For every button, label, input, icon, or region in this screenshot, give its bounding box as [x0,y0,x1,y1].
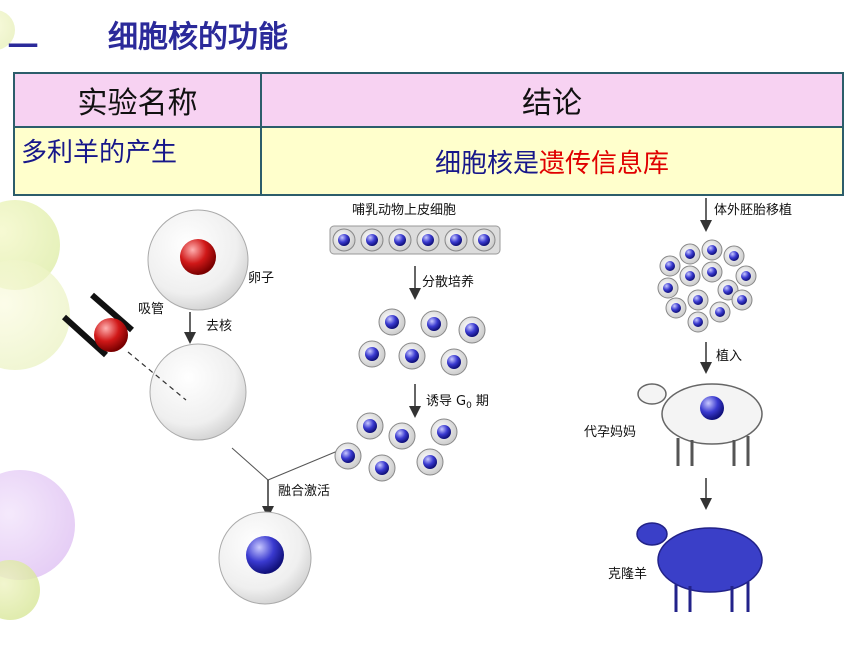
conclusion-prefix: 细胞核是 [434,148,539,179]
decor-bubble-5 [0,10,15,50]
egg-cell [147,209,249,311]
page-title: 细胞核的功能 [108,20,288,55]
experiment-table: 实验名称 结论 多利羊的产生 细胞核是遗传信息库 [13,72,844,196]
enucleated-egg [149,343,247,441]
label-epithelial: 哺乳动物上皮细胞 [352,203,456,218]
table-header-experiment: 实验名称 [13,72,262,128]
label-implant: 植入 [716,349,742,364]
embryo [657,239,757,333]
dispersed-cells [358,308,486,376]
label-enucleate: 去核 [206,319,232,334]
label-disperse: 分散培养 [422,274,474,290]
surrogate-sheep [637,383,763,466]
label-surrogate: 代孕妈妈 [584,425,636,440]
label-clone: 克隆羊 [608,566,647,582]
clone-sheep [636,522,763,612]
heading-dash: 一 [8,30,40,65]
label-fusion: 融合激活 [278,484,330,499]
label-pipette: 吸管 [138,302,164,317]
induced-cells [334,412,458,482]
epithelial-cells [329,225,501,255]
label-egg: 卵子 [248,271,274,286]
experiment-name: 多利羊的产生 [13,126,262,196]
conclusion-highlight: 遗传信息库 [539,148,670,179]
conclusion-cell: 细胞核是遗传信息库 [260,126,844,196]
fused-cell [218,511,312,605]
label-transplant: 体外胚胎移植 [714,203,792,218]
pipette-icon [61,292,134,358]
table-header-conclusion: 结论 [260,72,844,128]
